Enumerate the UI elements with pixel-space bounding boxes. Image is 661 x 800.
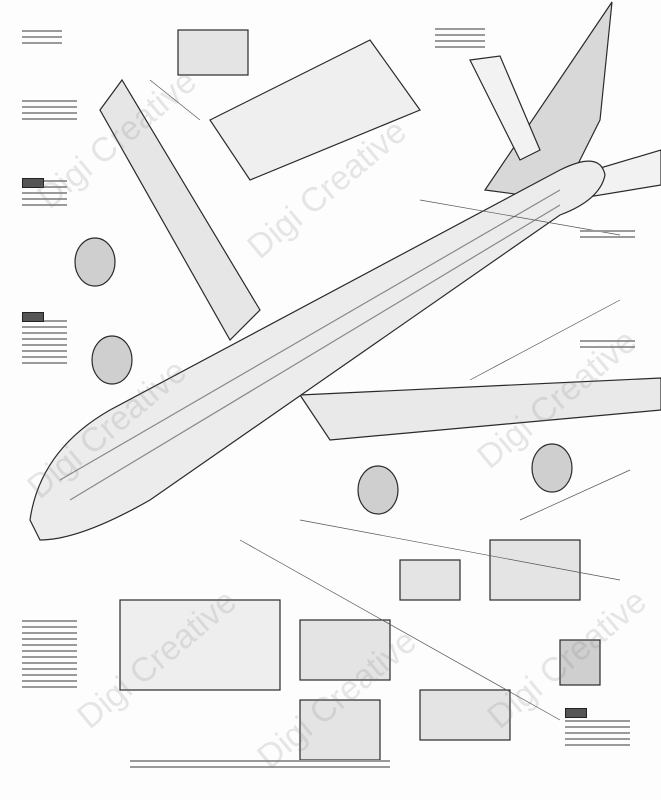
label-tag [22, 178, 44, 188]
fuselage-section-part [209, 39, 421, 181]
left-wing [99, 78, 261, 341]
engine [531, 443, 573, 493]
label-tag [565, 708, 587, 718]
text-block [565, 720, 630, 750]
component-part [399, 559, 461, 601]
component-part [177, 29, 249, 76]
text-block [22, 30, 62, 48]
horizontal-stabilizer-left [469, 55, 541, 161]
text-block [22, 320, 67, 368]
text-block [580, 340, 635, 352]
engine [74, 237, 116, 287]
component-part [559, 639, 601, 686]
right-wing [298, 377, 661, 441]
engine [91, 335, 133, 385]
text-block [580, 230, 635, 242]
label-tag [22, 312, 44, 322]
text-block [130, 760, 390, 772]
text-block [22, 620, 77, 692]
component-part [299, 619, 391, 681]
text-block [435, 28, 485, 52]
component-part [299, 699, 381, 761]
text-block [22, 180, 67, 210]
component-part [119, 599, 281, 691]
engine [357, 465, 399, 515]
component-part [419, 689, 511, 741]
text-block [22, 100, 77, 124]
